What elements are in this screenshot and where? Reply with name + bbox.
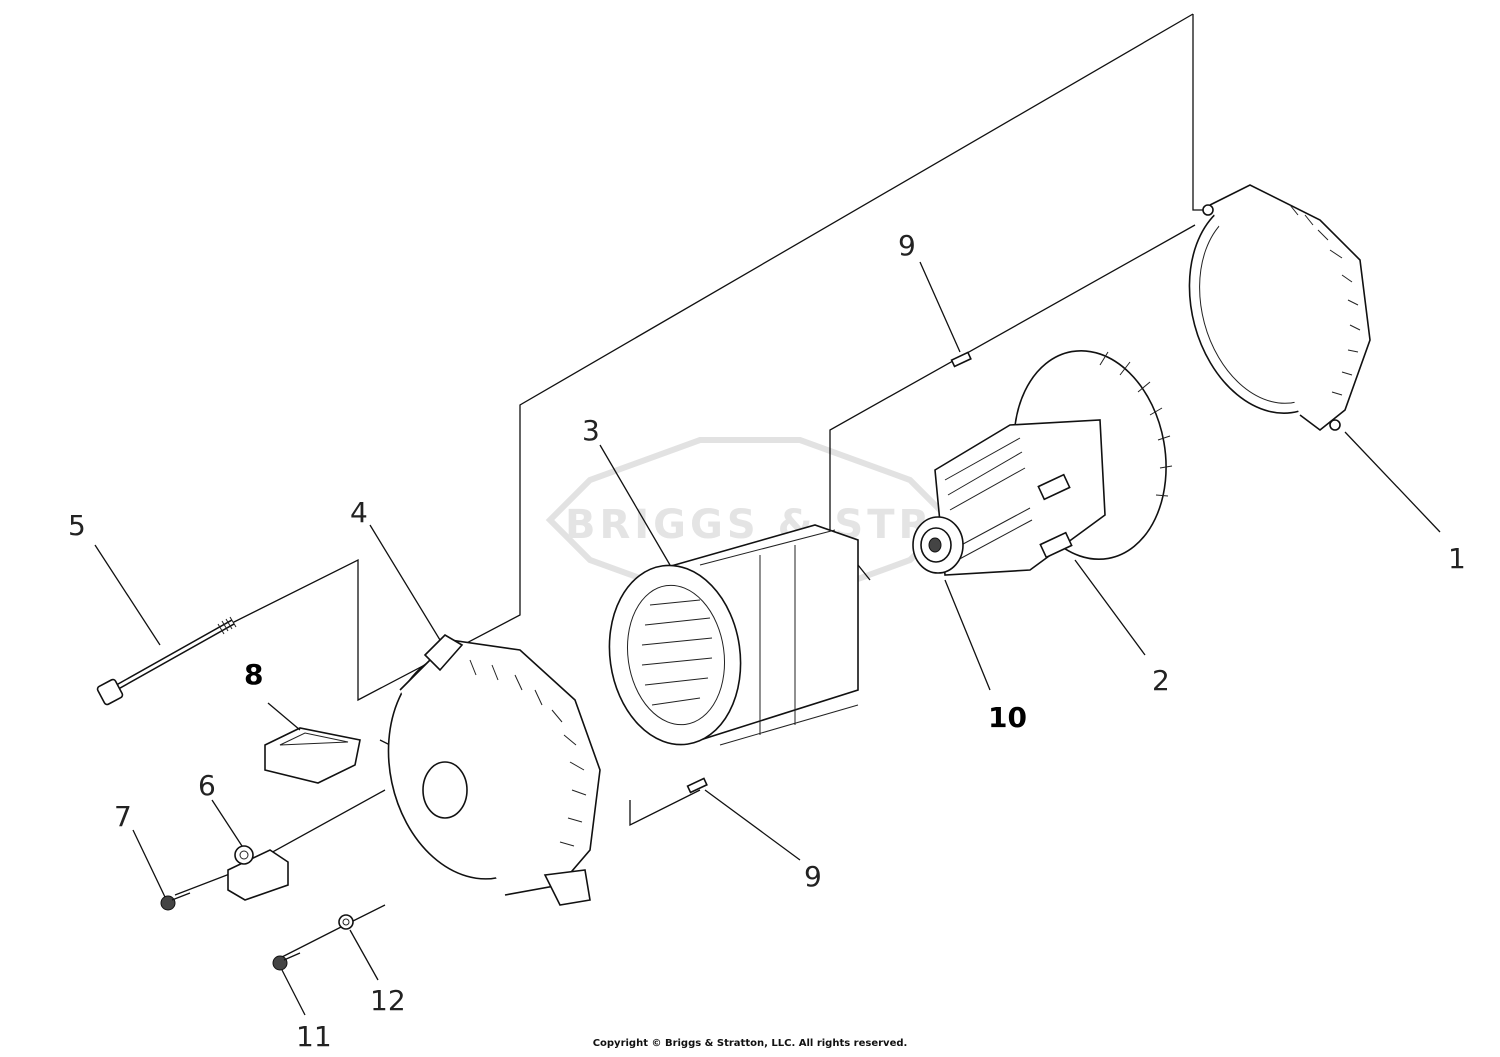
callout-5: 5 [68,509,86,542]
copyright-notice: Copyright © Briggs & Stratton, LLC. All … [592,1038,908,1049]
callout-6: 6 [198,769,216,802]
leader-lines [94,261,1441,1016]
callout-12: 12 [370,984,406,1017]
part-5-through-bolt [96,616,237,706]
part-3-stator [608,524,859,746]
part-4-end-housing [387,633,601,906]
part-1-fan-cover [1188,184,1371,432]
part-8-pad [264,727,361,784]
callout-2: 2 [1152,664,1170,697]
callout-8: 8 [244,658,263,691]
part-10-bearing [912,516,964,574]
callout-1: 1 [1448,542,1466,575]
callout-4: 4 [350,496,368,529]
callout-11: 11 [296,1020,332,1053]
callout-7: 7 [114,800,132,833]
part-2-rotor [934,349,1173,576]
part-9-dowel-pin-lower [686,777,708,794]
part-9-dowel-pin-upper [950,351,972,368]
part-7-screw [160,892,191,911]
callout-labels: 1 2 3 4 5 6 7 8 9 9 10 11 12 [68,229,1466,1053]
part-6-brush-holder [227,845,289,901]
part-12-star-washer [338,914,354,930]
callout-9-lower: 9 [804,860,822,893]
callout-3: 3 [582,414,600,447]
callout-10: 10 [988,701,1027,734]
part-11-screw [272,952,301,971]
callout-9-upper: 9 [898,229,916,262]
